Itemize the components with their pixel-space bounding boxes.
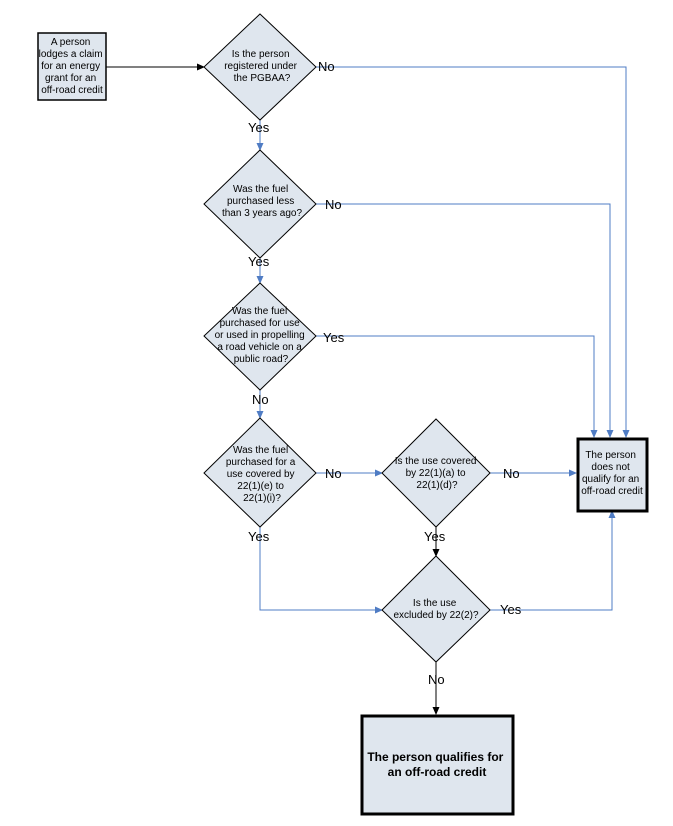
result-qualifies: The person qualifies for an off-road cre… [360, 714, 515, 816]
label-q5-yes: Yes [424, 529, 446, 544]
connectors [106, 63, 630, 715]
label-q6-no: No [428, 672, 445, 687]
label-q3-no: No [252, 392, 269, 407]
decision-q5: Is the use covered by 22(1)(a) to 22(1)(… [381, 418, 491, 528]
decision-q5-text: Is the use covered by 22(1)(a) to 22(1)(… [395, 456, 480, 491]
result-not-qualify: The person does not qualify for an off-r… [576, 437, 649, 513]
edge-labels: No Yes No Yes Yes No No Yes No Yes Yes N… [248, 59, 522, 687]
arrow-q6-yes [490, 510, 616, 611]
result-qualifies-text: The person qualifies for an off-road cre… [367, 750, 506, 779]
decision-q2: Was the fuel purchased less than 3 years… [203, 149, 317, 259]
decision-q4: Was the fuel purchased for a use covered… [203, 417, 317, 528]
result-not-qualify-text: The person does not qualify for an off-r… [581, 450, 643, 497]
arrow-q1-no [316, 66, 630, 438]
label-q3-yes: Yes [323, 330, 345, 345]
label-q2-no: No [325, 197, 342, 212]
decision-q3-text: Was the fuel purchased for use or used i… [215, 306, 308, 365]
arrow-q2-no [316, 203, 614, 438]
decision-q1-text: Is the person registered under the PGBAA… [224, 49, 300, 84]
start-box-text: A person lodges a claim for an energy gr… [39, 37, 106, 96]
decision-q1: Is the person registered under the PGBAA… [203, 13, 317, 121]
decision-q3: Was the fuel purchased for use or used i… [203, 282, 317, 391]
decision-q2-text: Was the fuel purchased less than 3 years… [222, 184, 302, 219]
label-q1-no: No [318, 59, 335, 74]
arrow-q3-yes [316, 335, 598, 438]
label-q5-no: No [503, 466, 520, 481]
label-q1-yes: Yes [248, 120, 270, 135]
decision-q6-text: Is the use excluded by 22(2)? [393, 598, 478, 621]
start-box: A person lodges a claim for an energy gr… [37, 32, 107, 101]
label-q4-yes: Yes [248, 529, 270, 544]
arrow-q4-yes [259, 527, 383, 614]
decision-q4-text: Was the fuel purchased for a use covered… [226, 445, 298, 504]
decision-q6: Is the use excluded by 22(2)? [381, 555, 491, 663]
label-q6-yes: Yes [500, 602, 522, 617]
label-q2-yes: Yes [248, 254, 270, 269]
label-q4-no: No [325, 466, 342, 481]
